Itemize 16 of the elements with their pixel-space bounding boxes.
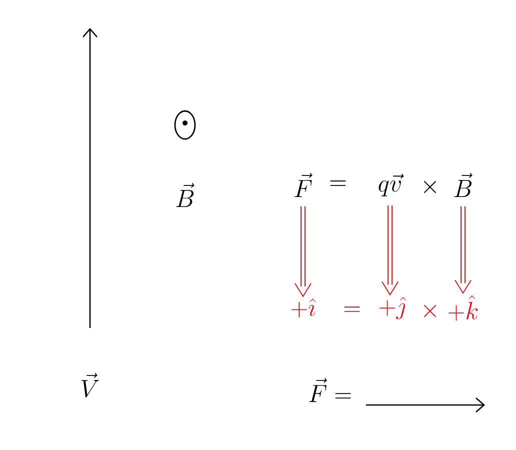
vector-label: $\vec{V}$ (82, 372, 99, 398)
formula-term: $+\hat{\jmath}$ (380, 296, 406, 320)
double-arrow (294, 206, 312, 298)
vector-label: $=$ (344, 306, 360, 312)
vector-label: $\times$ (424, 181, 436, 193)
formula-term: $\vec{B}$ (454, 172, 472, 197)
formula-term: $+\hat{k}$ (448, 295, 478, 321)
vector-label: $\vec{F} =$ (309, 378, 351, 402)
formula-term: $\vec{F}$ (294, 172, 312, 197)
formula-term: $q\vec{v}$ (378, 174, 404, 196)
double-arrow (382, 204, 398, 296)
vector-label: $\times$ (424, 305, 436, 317)
formula-term: $+\hat{\imath}$ (291, 298, 316, 318)
vector-label: $\vec{B}$ (176, 182, 194, 207)
double-arrow (454, 206, 472, 294)
vector-label: $=$ (330, 180, 346, 186)
